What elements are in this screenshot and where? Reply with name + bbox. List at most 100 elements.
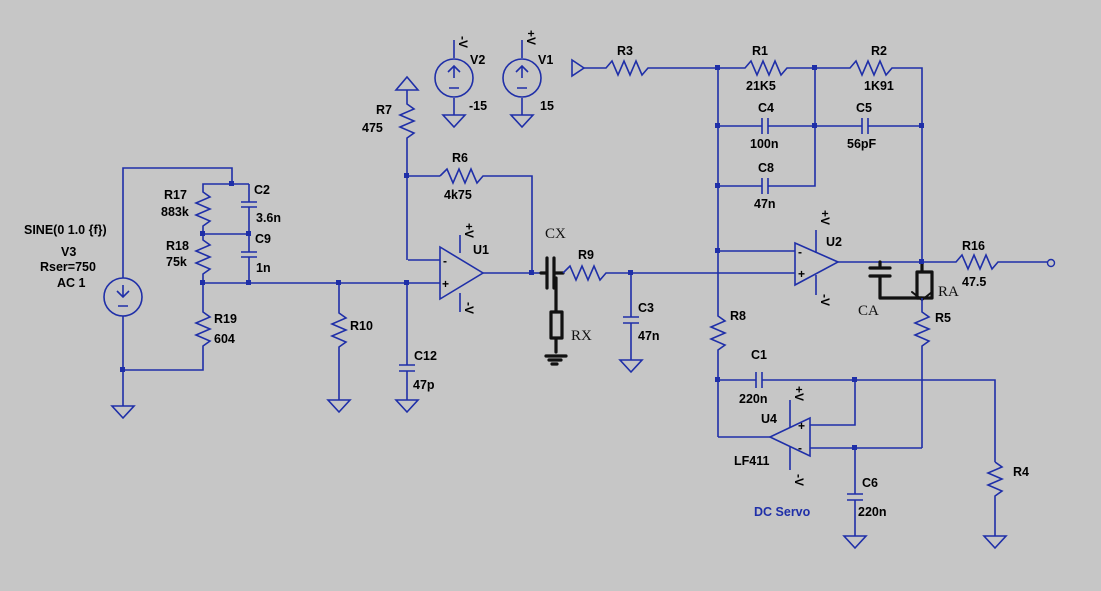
source-v1 [502, 40, 542, 129]
resistor-r7 [397, 90, 417, 260]
u4-plus-pin: + [798, 419, 805, 433]
label-r6-value: 4k75 [444, 188, 472, 202]
label-r9: R9 [578, 248, 594, 262]
output-terminal [1046, 258, 1056, 268]
label-c4-value: 100n [750, 137, 779, 151]
opamp-u4 [718, 380, 922, 470]
label-r4: R4 [1013, 465, 1029, 479]
label-c6-value: 220n [858, 505, 887, 519]
label-c9-value: 1n [256, 261, 271, 275]
label-r17: R17 [164, 188, 187, 202]
label-r6: R6 [452, 151, 468, 165]
label-c5: C5 [856, 101, 872, 115]
u2-vminus-label: -V [818, 294, 832, 306]
u2-vplus-label: +V [818, 210, 832, 225]
u1-plus-pin: + [442, 277, 449, 291]
label-r3: R3 [617, 44, 633, 58]
v1-terminal-label: +V [524, 30, 538, 45]
label-u1: U1 [473, 243, 489, 257]
junction-dots [120, 65, 924, 450]
label-lf411: LF411 [734, 454, 769, 468]
label-ca: CA [858, 303, 879, 319]
label-r18: R18 [166, 239, 189, 253]
label-dc-servo: DC Servo [754, 505, 811, 519]
label-c1: C1 [751, 348, 767, 362]
capacitor-c9 [241, 234, 257, 283]
resistor-r17 [193, 185, 213, 234]
resistor-r4 [985, 461, 1005, 536]
label-r7-value: 475 [362, 121, 383, 135]
opamp-u2 [718, 230, 922, 295]
label-c9: C9 [255, 232, 271, 246]
label-c12-value: 47p [413, 378, 435, 392]
label-r7: R7 [376, 103, 392, 117]
capacitor-c6 [847, 448, 863, 536]
label-r1: R1 [752, 44, 768, 58]
resistor-rx [544, 276, 568, 366]
label-r2: R2 [871, 44, 887, 58]
label-v3-source: SINE(0 1.0 {f}) [24, 223, 107, 237]
label-c3: C3 [638, 301, 654, 315]
u2-plus-pin: + [798, 267, 805, 281]
resistor-r18 [193, 234, 213, 283]
capacitor-c8 [718, 68, 816, 194]
label-v2-value: -15 [469, 99, 487, 113]
label-u2: U2 [826, 235, 842, 249]
label-r5: R5 [935, 311, 951, 325]
label-cx: CX [545, 226, 566, 242]
label-c2: C2 [254, 183, 270, 197]
ground-r3 [571, 58, 586, 78]
label-rx: RX [571, 328, 592, 344]
label-c5-value: 56pF [847, 137, 877, 151]
source-v2 [434, 40, 474, 129]
label-v1: V1 [538, 53, 553, 67]
resistor-r8 [708, 312, 728, 437]
label-c1-value: 220n [739, 392, 768, 406]
label-r10: R10 [350, 319, 373, 333]
label-c3-value: 47n [638, 329, 660, 343]
u4-minus-pin: - [798, 441, 802, 455]
label-v2: V2 [470, 53, 485, 67]
capacitor-c3 [623, 273, 639, 360]
label-r19-value: 604 [214, 332, 235, 346]
u2-minus-pin: - [798, 245, 802, 259]
resistor-r5 [912, 298, 932, 448]
capacitor-ca [868, 260, 924, 300]
label-u4: U4 [761, 412, 777, 426]
label-c8: C8 [758, 161, 774, 175]
label-ra: RA [938, 284, 959, 300]
capacitor-c1 [718, 372, 996, 462]
label-r17-value: 883k [161, 205, 189, 219]
resistor-r19 [193, 283, 213, 362]
resistor-r6 [439, 166, 533, 273]
label-v3-ac: AC 1 [57, 276, 86, 290]
u1-vminus-label: -V [462, 302, 476, 314]
u4-vminus-label: -V [792, 474, 806, 486]
u1-vplus-label: +V [462, 223, 476, 238]
u1-minus-pin: - [443, 254, 447, 268]
capacitor-c12 [399, 283, 415, 400]
label-c6: C6 [862, 476, 878, 490]
label-c8-value: 47n [754, 197, 776, 211]
resistor-r3 [584, 58, 718, 78]
u4-vplus-label: +V [792, 386, 806, 401]
label-r8: R8 [730, 309, 746, 323]
resistor-r1 [718, 58, 815, 78]
label-v3: V3 [61, 245, 76, 259]
capacitor-c2 [241, 184, 257, 234]
label-r19: R19 [214, 312, 237, 326]
resistor-r16 [922, 252, 1047, 272]
label-v3-rser: Rser=750 [40, 260, 96, 274]
component-labels: SINE(0 1.0 {f}) V3 Rser=750 AC 1 R17 883… [24, 44, 1029, 519]
label-r18-value: 75k [166, 255, 187, 269]
resistor-r9 [562, 263, 631, 283]
label-c12: C12 [414, 349, 437, 363]
opamp-u1 [408, 235, 532, 312]
label-r2-value: 1K91 [864, 79, 894, 93]
v2-terminal-label: -V [456, 36, 470, 48]
pin-labels: -V +V +V -V +V -V +V -V - + - + + - [442, 30, 832, 486]
capacitor-cx [539, 256, 565, 290]
label-r16: R16 [962, 239, 985, 253]
label-r16-value: 47.5 [962, 275, 986, 289]
